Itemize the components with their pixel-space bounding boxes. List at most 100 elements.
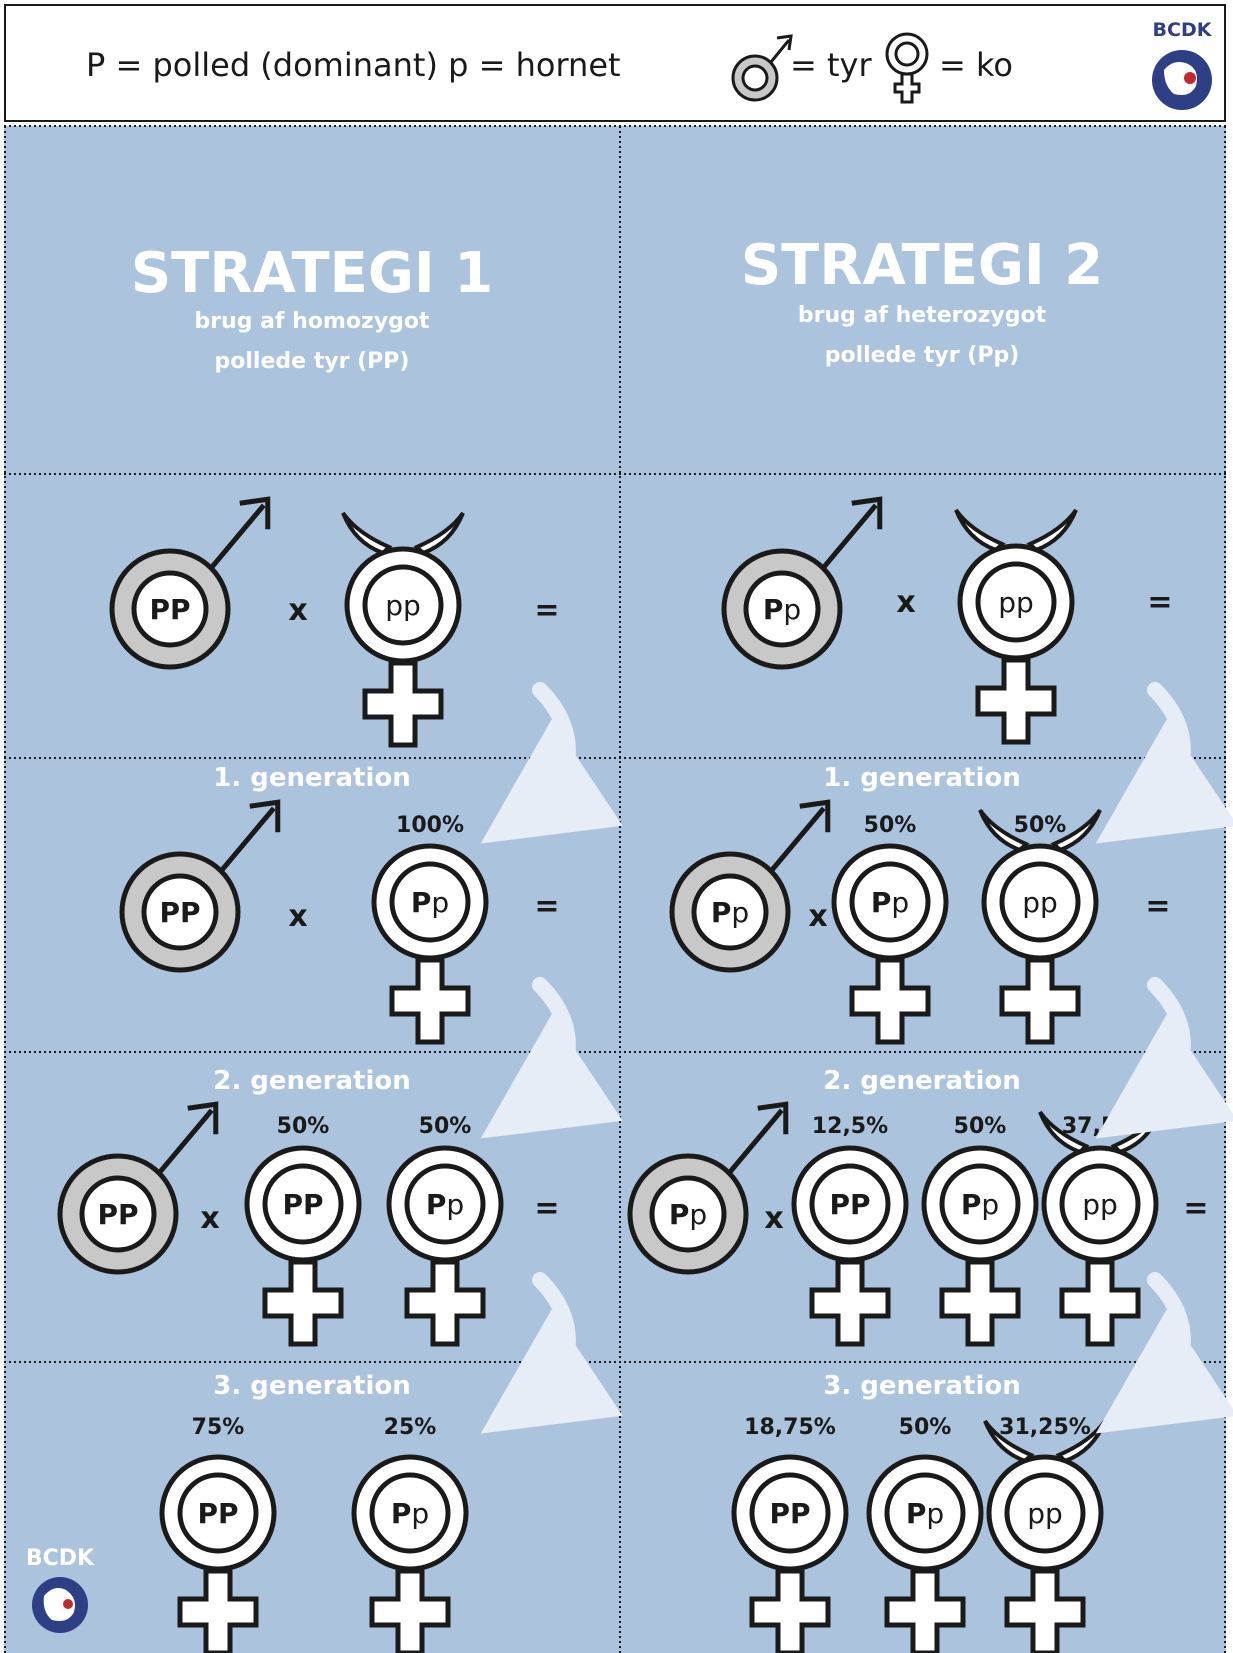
equals-operator: = — [1183, 1191, 1208, 1226]
bull-inner-circle — [131, 570, 209, 648]
genotype-label: pp — [1027, 1497, 1063, 1530]
logo-dot — [63, 1599, 73, 1609]
cow-inner-circle — [404, 1163, 486, 1245]
legend-text: P = polled (dominant) p = hornet — [86, 46, 621, 84]
horned-cow-symbol: pp — [983, 1419, 1107, 1653]
equals-operator: = — [534, 889, 559, 924]
genotype-label: Pp — [411, 886, 449, 919]
flow-arrow-icon — [1095, 682, 1233, 844]
genotype-label: Pp — [391, 1497, 429, 1530]
percentage-label: 25% — [384, 1415, 437, 1440]
bull-arrow-shaft — [821, 503, 878, 569]
horned-cow-symbol: pp — [978, 808, 1102, 1045]
percentage-label: 50% — [1014, 813, 1067, 838]
bull-inner-circle — [141, 873, 219, 951]
horned-cow-symbol: pp — [954, 508, 1078, 745]
bull-arrow-shaft — [219, 806, 276, 872]
cow-inner-circle — [849, 861, 931, 943]
horn-left — [983, 1419, 1035, 1464]
cow-symbol: Pp — [921, 1145, 1039, 1347]
cow-inner-circle — [975, 561, 1057, 643]
bull-arrow-head — [187, 1101, 219, 1135]
equals-operator: = — [1147, 585, 1172, 620]
horn-right — [413, 511, 465, 556]
cow-symbol: PP — [159, 1454, 277, 1653]
bull-arrow-head — [851, 496, 883, 530]
bull-symbol: PP — [57, 1101, 219, 1275]
cow-inner-circle — [1059, 1163, 1141, 1245]
cow-symbol: PP — [731, 1454, 849, 1653]
flow-arrow-icon — [480, 1272, 623, 1434]
bull-inner-circle — [79, 1175, 157, 1253]
strategy-subtitle: pollede tyr (Pp) — [825, 343, 1020, 368]
genotype-label: Pp — [961, 1188, 999, 1221]
legend-header: P = polled (dominant) p = hornet = tyr =… — [4, 4, 1226, 122]
cow-cross — [369, 1568, 451, 1653]
strategy-subtitle: brug af homozygot — [194, 309, 430, 334]
cow-cross — [1059, 1259, 1141, 1347]
strategy-title: STRATEGI 1 — [131, 241, 493, 306]
bull-symbol: PP — [109, 496, 271, 670]
cow-inner-circle — [362, 564, 444, 646]
generation-label: 3. generation — [213, 1371, 411, 1401]
genotype-label: PP — [197, 1497, 238, 1530]
horned-cow-symbol: pp — [341, 511, 465, 748]
generation-label: 3. generation — [823, 1371, 1021, 1401]
cow-inner-circle — [939, 1163, 1021, 1245]
percentage-label: 31,25% — [999, 1415, 1091, 1440]
genotype-label: Pp — [711, 896, 749, 929]
cow-inner-circle — [999, 861, 1081, 943]
bull-symbol: Pp — [669, 799, 831, 973]
percentage-label: 75% — [192, 1415, 245, 1440]
cow-cross — [362, 660, 444, 748]
cow-cross — [999, 957, 1081, 1045]
cow-symbol: Pp — [386, 1145, 504, 1347]
bull-inner-circle — [691, 873, 769, 951]
bull-arrow-head — [799, 799, 831, 833]
strategy-title: STRATEGI 2 — [741, 233, 1103, 298]
cow-inner-circle — [809, 1163, 891, 1245]
percentage-label: 50% — [954, 1114, 1007, 1139]
bull-arrow-head — [249, 799, 281, 833]
cow-inner-circle — [1004, 1472, 1086, 1554]
cow-symbol: Pp — [371, 843, 489, 1045]
cow-cross — [177, 1568, 259, 1653]
cow-symbol: PP — [244, 1145, 362, 1347]
bull-inner-circle — [649, 1175, 727, 1253]
male-symbol-icon — [731, 34, 793, 102]
cow-cross — [849, 957, 931, 1045]
bull-arrow-head — [757, 1101, 789, 1135]
flow-arrow-icon — [480, 977, 623, 1139]
horn-right — [1026, 508, 1078, 553]
genotype-label: Pp — [763, 593, 801, 626]
genotype-label: pp — [1082, 1188, 1118, 1221]
female-legend-label: = ko — [939, 46, 1013, 84]
cow-inner-circle — [389, 861, 471, 943]
bottom-logo-icon: BCDK — [26, 1546, 95, 1633]
bull-arrow-shaft — [769, 806, 826, 872]
horn-left — [341, 511, 393, 556]
generation-label: 1. generation — [213, 763, 411, 793]
percentage-label: 37,5% — [1062, 1114, 1138, 1139]
equals-operator: = — [1145, 889, 1170, 924]
flow-arrow-icon — [480, 682, 623, 844]
genotype-label: PP — [829, 1188, 870, 1221]
cow-inner-circle — [262, 1163, 344, 1245]
cow-cross — [749, 1568, 831, 1653]
cow-cross — [939, 1259, 1021, 1347]
flow-arrow-icon — [1095, 977, 1233, 1139]
generation-label: 1. generation — [823, 763, 1021, 793]
logo-icon: BCDK — [1152, 19, 1213, 110]
generation-label: 2. generation — [823, 1066, 1021, 1096]
cross-operator: x — [764, 1201, 783, 1236]
cow-cross — [884, 1568, 966, 1653]
horn-left — [978, 808, 1030, 853]
cow-cross — [262, 1259, 344, 1347]
horn-left — [1038, 1110, 1090, 1155]
strategy-subtitle: brug af heterozygot — [798, 303, 1047, 328]
cow-symbol: Pp — [831, 843, 949, 1045]
genotype-label: PP — [149, 593, 190, 626]
bull-arrow-head — [239, 496, 271, 530]
